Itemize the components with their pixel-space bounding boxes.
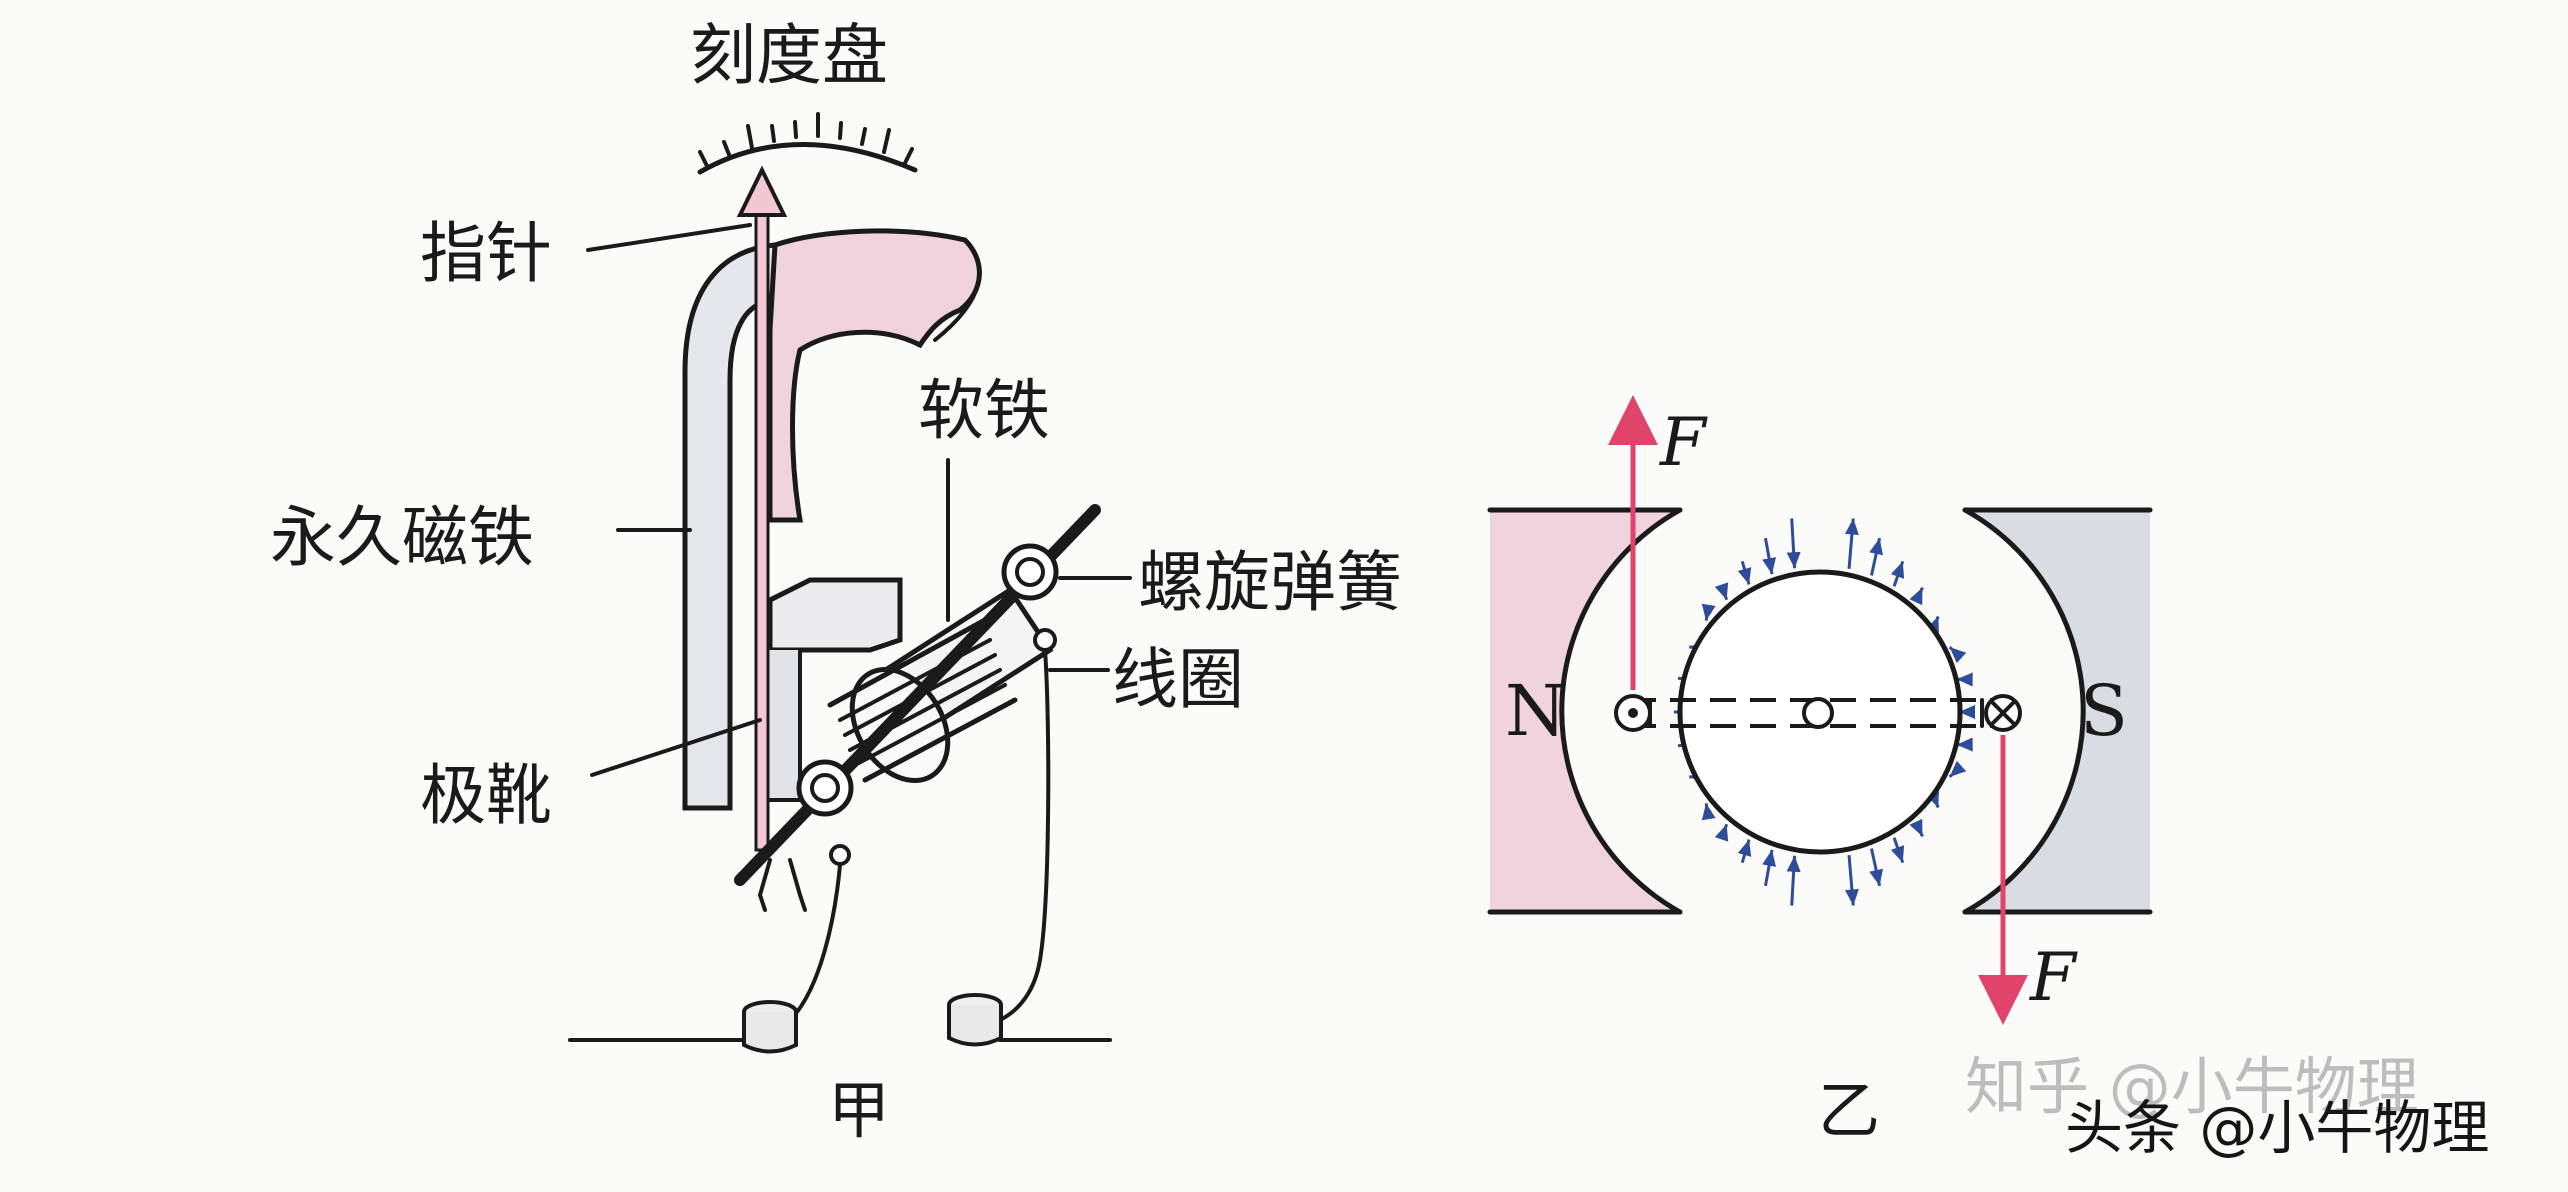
field-line-arrowhead bbox=[1909, 588, 1922, 605]
terminal-right bbox=[949, 995, 1001, 1045]
field-line-arrowhead bbox=[1869, 538, 1883, 555]
pole-shoe-label: 极靴 bbox=[420, 757, 552, 834]
pole-shoe bbox=[770, 580, 900, 650]
field-line-arrowhead bbox=[1891, 845, 1904, 862]
pointer-label: 指针 bbox=[420, 215, 552, 292]
field-line-arrowhead bbox=[1845, 889, 1859, 906]
permanent-magnet-label: 永久磁铁 bbox=[270, 499, 534, 576]
spiral-spring-label: 螺旋弹簧 bbox=[1138, 544, 1402, 621]
current-out-symbol bbox=[1616, 696, 1650, 730]
soft-iron-label: 软铁 bbox=[918, 372, 1050, 449]
field-line-arrowhead bbox=[1715, 582, 1728, 599]
dial-scale bbox=[700, 114, 915, 172]
figure-b-caption: 乙 bbox=[1818, 1074, 1880, 1147]
field-line-arrowhead bbox=[1762, 850, 1776, 867]
field-line-arrowhead bbox=[1762, 557, 1776, 574]
dial-label: 刻度盘 bbox=[690, 17, 888, 94]
figure-b-radial-field: F F N S 乙 bbox=[1490, 404, 2150, 1147]
pole-label-south: S bbox=[2080, 670, 2128, 752]
field-line-arrowhead bbox=[1738, 840, 1751, 857]
spiral-spring-top bbox=[1004, 546, 1056, 598]
field-line-arrowhead bbox=[1891, 561, 1904, 578]
force-label-bottom: F bbox=[2029, 939, 2078, 1016]
coil-label: 线圈 bbox=[1112, 641, 1244, 718]
spiral-spring-bottom bbox=[799, 762, 851, 814]
field-line-arrowhead bbox=[1787, 552, 1801, 568]
pole-label-north: N bbox=[1505, 670, 1566, 752]
field-line-arrowhead bbox=[1715, 824, 1728, 841]
figure-a-galvanometer: 刻度盘 指针 软铁 永久磁铁 螺旋弹簧 线圈 极靴 甲 bbox=[270, 17, 1402, 1147]
axle-circle bbox=[1804, 699, 1832, 727]
field-line-arrowhead bbox=[1845, 518, 1859, 535]
field-line-arrowhead bbox=[1869, 869, 1883, 886]
field-line-arrowhead bbox=[1909, 819, 1922, 836]
watermark-toutiao: 头条 @小牛物理 bbox=[2065, 1094, 2489, 1162]
figure-a-caption: 甲 bbox=[828, 1074, 890, 1147]
field-line-arrowhead bbox=[1787, 856, 1801, 872]
terminal-left bbox=[744, 1002, 796, 1052]
field-line-arrowhead bbox=[1738, 567, 1751, 584]
current-in-symbol bbox=[1986, 696, 2020, 730]
force-label-top: F bbox=[1659, 404, 1708, 481]
